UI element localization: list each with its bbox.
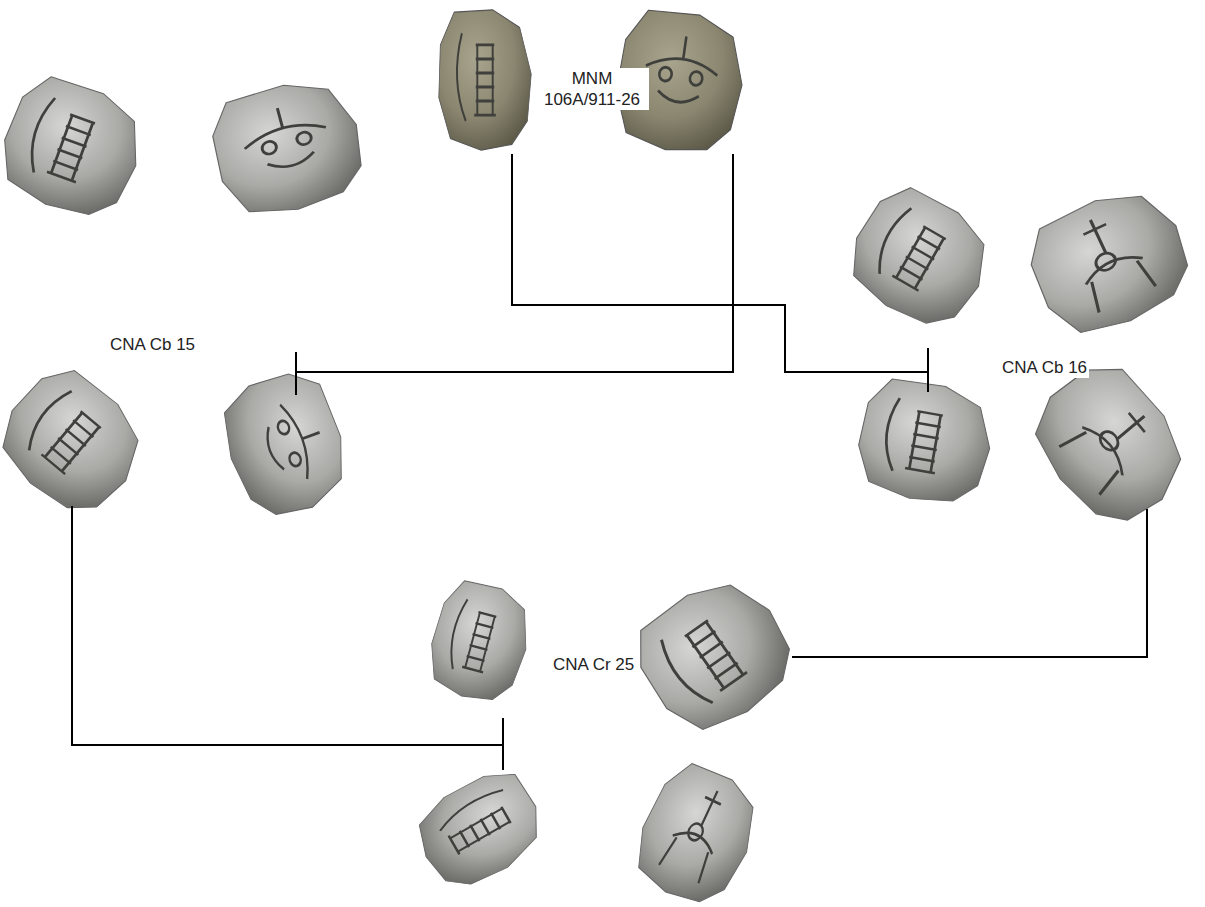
group-label: CNA Cb 15 bbox=[108, 334, 197, 355]
connector-line bbox=[792, 509, 1147, 657]
coin-image bbox=[0, 67, 155, 228]
coin-image bbox=[0, 355, 160, 529]
coin-image bbox=[851, 373, 999, 510]
coin-image bbox=[210, 362, 360, 527]
connector-line bbox=[512, 154, 850, 372]
coin-image bbox=[421, 575, 540, 709]
coin-image bbox=[405, 760, 555, 900]
coin-image bbox=[439, 10, 531, 150]
group-label: CNA Cr 25 bbox=[551, 654, 636, 675]
coin-image bbox=[622, 754, 771, 907]
coin-image bbox=[1016, 174, 1204, 349]
coin-image bbox=[620, 562, 809, 749]
coin-group: CNA Cb 15 bbox=[3, 82, 367, 506]
junction-line bbox=[296, 348, 928, 770]
coin-group: CNA Cr 25 bbox=[430, 578, 792, 903]
coin-group: MNM 106A/911-26 bbox=[436, 8, 748, 154]
group-label: MNM 106A/911-26 bbox=[535, 68, 649, 110]
coin-image bbox=[835, 175, 1005, 341]
coin-group: CNA Cb 16 bbox=[850, 195, 1192, 509]
connector-line bbox=[367, 154, 733, 372]
coin-image bbox=[202, 70, 373, 227]
group-label: CNA Cb 16 bbox=[1000, 357, 1089, 378]
connector-line bbox=[72, 506, 430, 745]
